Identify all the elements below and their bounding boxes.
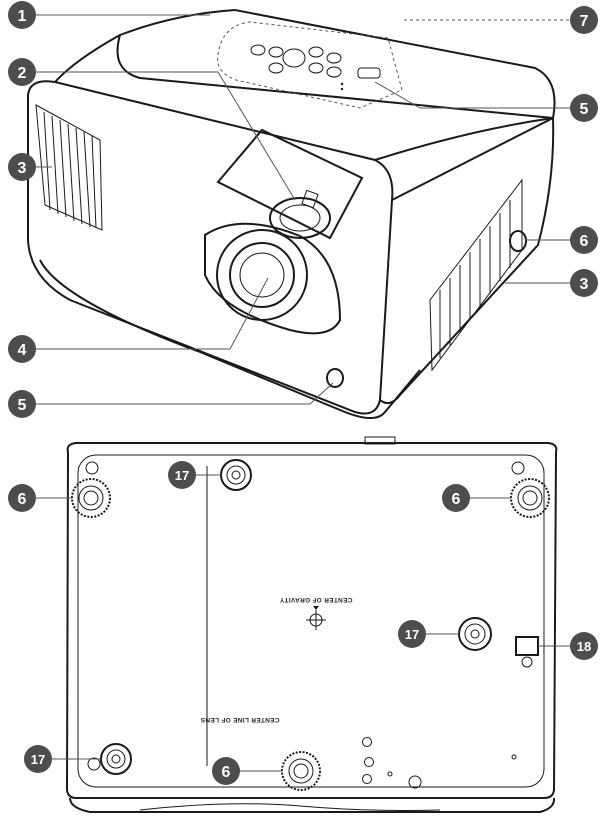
projector-top-surface	[116, 8, 556, 120]
callout-6-bottom-right: 6	[442, 484, 470, 512]
leader-lines-top	[36, 14, 570, 405]
callout-17-right: 17	[398, 620, 426, 648]
svg-text:4: 4	[18, 342, 27, 359]
focus-ring	[269, 189, 331, 239]
projector-upper-edge	[54, 34, 554, 161]
callout-7: 7	[570, 6, 598, 34]
adjuster-foot-top-right	[510, 478, 550, 518]
svg-text:3: 3	[580, 276, 589, 293]
adjuster-foot-bottom-center	[281, 751, 321, 791]
lens-hood-opening	[216, 128, 364, 240]
projection-lens	[204, 222, 342, 335]
svg-text:1: 1	[18, 8, 27, 25]
svg-text:3: 3	[18, 160, 27, 177]
svg-text:6: 6	[452, 491, 461, 508]
svg-text:17: 17	[405, 627, 419, 642]
screw-hole	[511, 461, 525, 475]
svg-text:5: 5	[580, 101, 589, 118]
callout-18: 18	[570, 632, 598, 660]
bottom-lip	[69, 797, 556, 813]
projector-side-body	[379, 116, 555, 405]
bottom-outline	[65, 442, 558, 799]
callout-1: 1	[8, 1, 36, 29]
svg-text:6: 6	[580, 233, 589, 250]
svg-text:17: 17	[31, 752, 45, 767]
svg-text:6: 6	[222, 764, 231, 781]
screw-hole	[408, 775, 422, 789]
adjuster-foot-top-left	[71, 478, 111, 518]
mount-hole-right	[458, 617, 492, 651]
callout-17-top: 17	[168, 461, 196, 489]
control-panel	[217, 21, 403, 109]
callout-3-right: 3	[570, 269, 598, 297]
mount-hole-left	[100, 743, 132, 775]
callout-5-left: 5	[8, 390, 36, 418]
callout-17-left: 17	[24, 745, 52, 773]
security-slot	[515, 636, 539, 668]
vent-hole	[362, 737, 372, 747]
left-vent	[35, 104, 103, 231]
right-vent	[429, 178, 523, 372]
vent-hole	[364, 757, 374, 767]
svg-text:7: 7	[580, 13, 589, 30]
svg-text:18: 18	[577, 639, 591, 654]
callout-5-right: 5	[570, 94, 598, 122]
front-ir-receiver	[326, 368, 344, 388]
callout-6-bottom-left: 6	[8, 484, 36, 512]
screw-hole	[87, 757, 101, 771]
projector-bottom-view: CENTER OF GRAVITY CENTER LINE OF LENS	[36, 436, 570, 813]
callout-3-left: 3	[8, 153, 36, 181]
svg-text:5: 5	[18, 397, 27, 414]
callout-6-bottom-center: 6	[212, 757, 240, 785]
vent-hole	[387, 771, 393, 777]
screw-hole	[85, 461, 99, 475]
center-of-gravity-symbol	[306, 606, 326, 630]
vent-hole	[511, 754, 517, 760]
svg-text:6: 6	[18, 491, 27, 508]
callout-2: 2	[8, 58, 36, 86]
mount-hole-top	[220, 459, 252, 491]
callout-6-side: 6	[570, 226, 598, 254]
bottom-inner-border	[77, 454, 545, 788]
svg-text:17: 17	[175, 468, 189, 483]
center-line-of-lens-label: CENTER LINE OF LENS	[200, 716, 279, 723]
center-of-gravity-label: CENTER OF GRAVITY	[279, 596, 352, 603]
projector-top-view	[27, 8, 570, 419]
top-tab	[364, 436, 396, 445]
vent-hole	[362, 774, 372, 784]
leader-lines-bottom	[36, 474, 570, 772]
side-adjuster-foot	[509, 230, 527, 252]
projector-base	[39, 259, 421, 419]
callout-4: 4	[8, 335, 36, 363]
svg-text:2: 2	[18, 65, 27, 82]
